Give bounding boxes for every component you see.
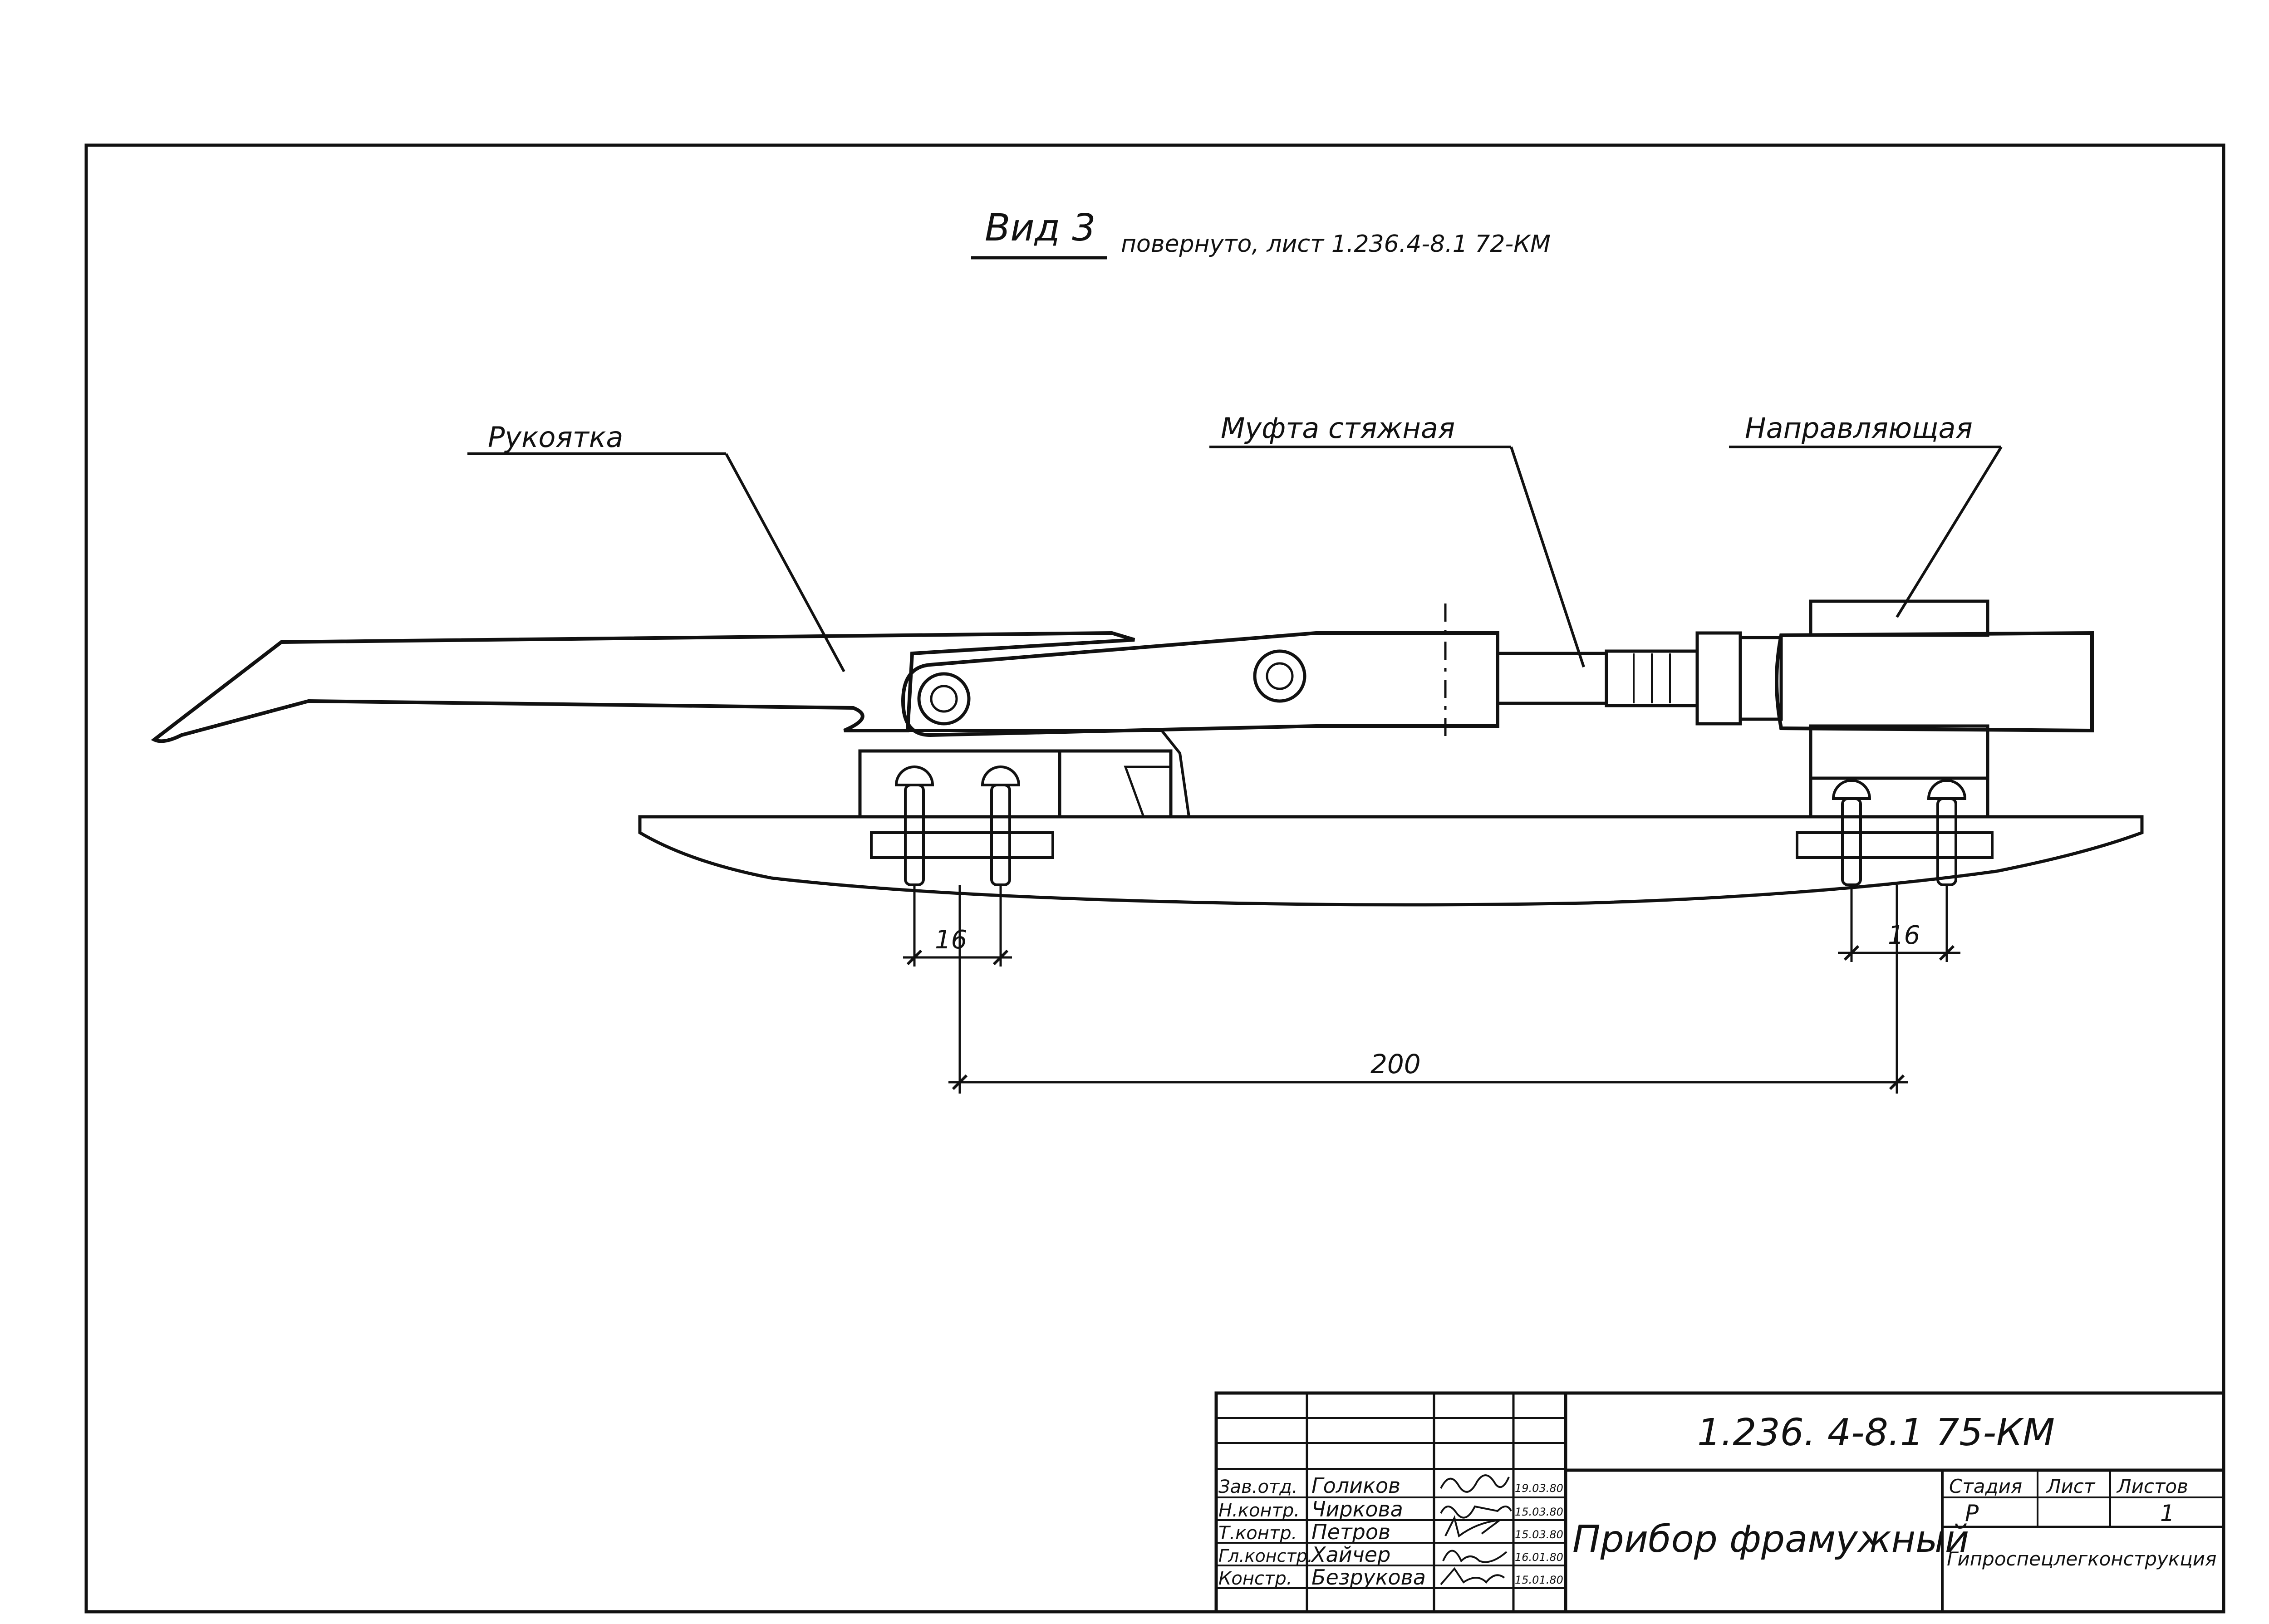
dimension-left-16-value: 16 <box>935 925 967 955</box>
signer-role-4: Гл.констр. <box>1218 1546 1313 1566</box>
stage-header: Стадия <box>1949 1475 2022 1497</box>
callout-handle-label: Рукоятка <box>488 421 623 454</box>
sheets-value: 1 <box>2160 1500 2175 1526</box>
product-name: Прибор фрамужный <box>1572 1518 1969 1561</box>
guide <box>1775 599 2094 859</box>
signatures <box>1440 1474 1512 1585</box>
callout-guide-label: Направляющая <box>1745 412 1973 445</box>
left-bracket <box>858 749 1173 859</box>
callout-handle: Рукоятка <box>467 421 845 672</box>
signer-name-3: Петров <box>1311 1520 1390 1544</box>
dimension-200: 200 <box>948 885 1908 1094</box>
callout-guide: Направляющая <box>1729 412 2003 618</box>
organization: Гипроспецлегконструкция <box>1947 1548 2216 1570</box>
dimension-200-value: 200 <box>1370 1049 1421 1079</box>
signer-date-5: 15.01.80 <box>1515 1574 1563 1586</box>
coupling <box>1496 631 1783 726</box>
left-screw-2 <box>981 765 1021 886</box>
signer-name-4: Хайчер <box>1311 1542 1390 1567</box>
view-title-rest: повернуто, лист 1.236.4-8.1 72-КМ <box>1121 231 1551 258</box>
signer-role-3: Т.контр. <box>1218 1523 1297 1544</box>
stage-value: Р <box>1965 1500 1979 1526</box>
signer-date-3: 15.03.80 <box>1515 1528 1563 1541</box>
document-code: 1.236. 4-8.1 75-КМ <box>1697 1411 2055 1454</box>
signer-name-5: Безрукова <box>1311 1565 1426 1590</box>
link-arm <box>901 603 1499 742</box>
sheet-frame <box>84 143 2225 1614</box>
pivot-right <box>1253 649 1306 703</box>
signer-date-2: 15.03.80 <box>1515 1506 1563 1518</box>
base-plate <box>638 815 2144 907</box>
signer-role-1: Зав.отд. <box>1218 1477 1298 1497</box>
signer-role-2: Н.контр. <box>1218 1500 1300 1521</box>
title-block: 1.236. 4-8.1 75-КМ Прибор фрамужный Гипр… <box>1214 1391 2225 1614</box>
handle <box>151 631 1190 817</box>
callout-coupling: Муфта стяжная <box>1209 412 1585 667</box>
view-title-main: Вид 3 <box>985 206 1095 250</box>
signer-date-4: 16.01.80 <box>1515 1551 1563 1564</box>
sheet-header: Лист <box>2046 1475 2096 1497</box>
dimension-right-16-value: 16 <box>1888 921 1920 950</box>
dimension-right-16: 16 <box>1838 885 1960 962</box>
left-screw-1 <box>894 765 934 886</box>
signer-date-1: 19.03.80 <box>1515 1482 1563 1495</box>
callout-coupling-label: Муфта стяжная <box>1221 412 1455 445</box>
signer-name-2: Чиркова <box>1311 1497 1403 1521</box>
view-title: Вид 3 повернуто, лист 1.236.4-8.1 72-КМ <box>971 206 1551 260</box>
sheets-header: Листов <box>2116 1475 2188 1497</box>
pivot-left <box>917 672 971 726</box>
signer-name-1: Голиков <box>1311 1473 1400 1498</box>
signer-role-5: Констр. <box>1218 1568 1292 1589</box>
dimension-left-16: 16 <box>903 885 1012 967</box>
